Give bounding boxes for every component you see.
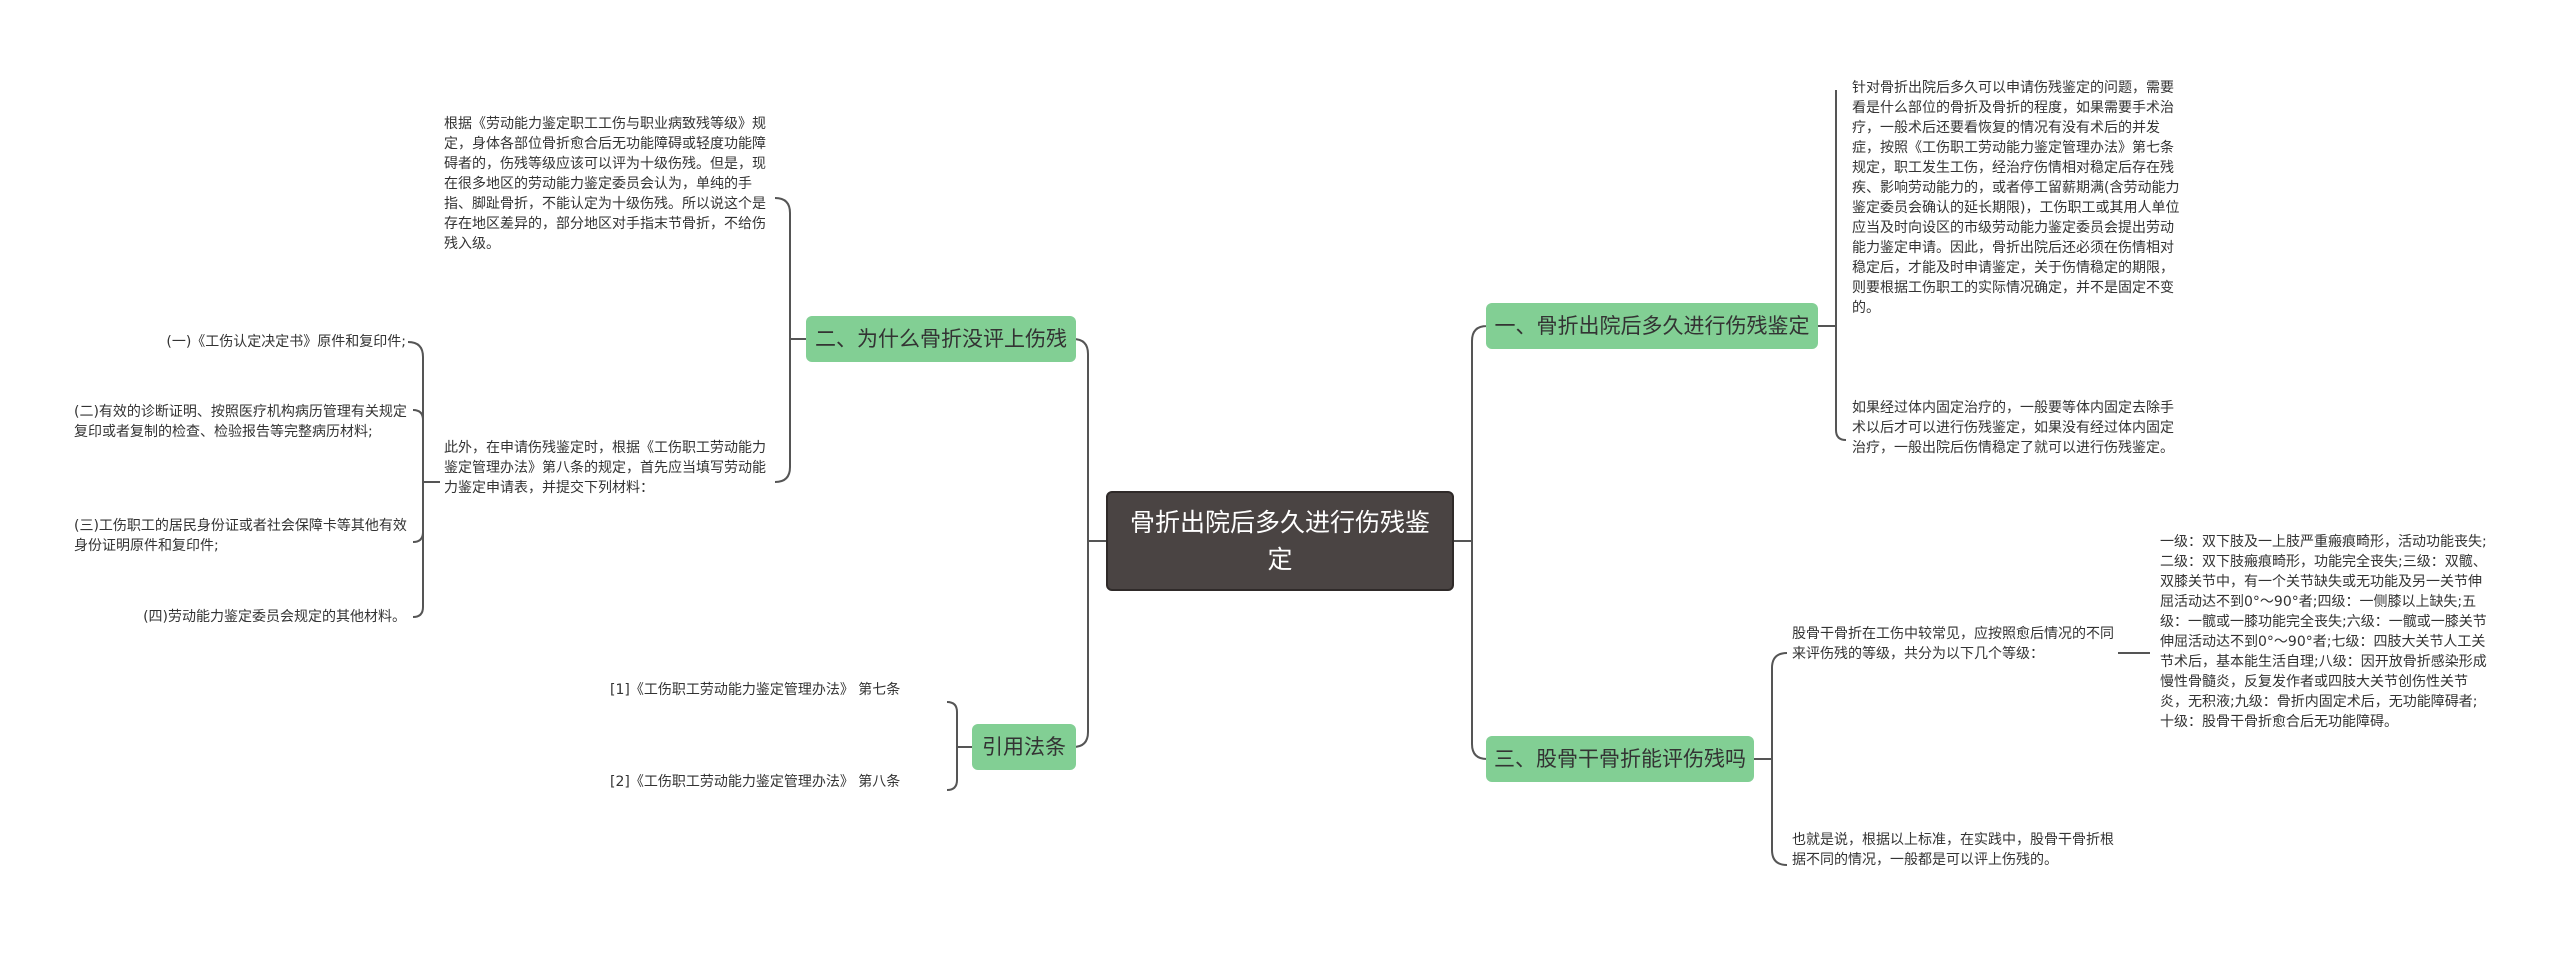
leaf-b3-1-grades: 一级：双下肢及一上肢严重瘢痕畸形，活动功能丧失;二级：双下肢瘢痕畸形，功能完全丧… xyxy=(2160,534,2487,730)
connector-b2-2-materials xyxy=(407,341,440,618)
connector-root-b3 xyxy=(1471,541,1488,760)
leaf-b2-1: 根据《劳动能力鉴定职工工伤与职业病致残等级》规定，身体各部位骨折愈合后无功能障碍… xyxy=(444,116,766,252)
branch-node-2[interactable]: 二、为什么骨折没评上伤残 xyxy=(806,316,1076,362)
branch-node-4[interactable]: 引用法条 xyxy=(972,724,1076,770)
leaf-b2-2-material-2: (二)有效的诊断证明、按照医疗机构病历管理有关规定复印或者复制的检查、检验报告等… xyxy=(74,404,407,440)
leaf-b1-2: 如果经过体内固定治疗的，一般要等体内固定去除手术以后才可以进行伤残鉴定，如果没有… xyxy=(1852,400,2174,456)
leaf-b1-1: 针对骨折出院后多久可以申请伤残鉴定的问题，需要看是什么部位的骨折及骨折的程度，如… xyxy=(1852,80,2180,316)
connector-root-b4 xyxy=(1072,541,1089,748)
leaf-b3-1: 股骨干骨折在工伤中较常见，应按照愈后情况的不同来评伤残的等级，共分为以下几个等级… xyxy=(1792,626,2114,662)
leaf-b4-1: [1]《工伤职工劳动能力鉴定管理办法》 第七条 xyxy=(610,682,901,698)
connector-b1-leaves xyxy=(1818,90,1847,441)
branch-node-1[interactable]: 一、骨折出院后多久进行伤残鉴定 xyxy=(1486,303,1818,349)
leaf-b2-2-material-3: (三)工伤职工的居民身份证或者社会保障卡等其他有效身份证明原件和复印件; xyxy=(74,518,407,554)
leaf-b2-2-material-4: (四)劳动能力鉴定委员会规定的其他材料。 xyxy=(143,609,406,625)
branch-1-label: 一、骨折出院后多久进行伤残鉴定 xyxy=(1494,314,1810,338)
branch-3-label: 三、股骨干骨折能评伤残吗 xyxy=(1494,747,1746,771)
connector-root-b1 xyxy=(1454,325,1488,542)
leaf-b2-2-material-1: (一)《工伤认定决定书》原件和复印件; xyxy=(166,334,406,350)
branch-4-label: 引用法条 xyxy=(982,735,1066,759)
leaf-b2-2: 此外，在申请伤残鉴定时，根据《工伤职工劳动能力鉴定管理办法》第八条的规定，首先应… xyxy=(444,440,766,496)
connector-b3-leaves xyxy=(1753,652,1788,866)
connector-b4-leaves xyxy=(946,701,972,791)
connector-root-b2 xyxy=(1072,338,1106,542)
leaf-b3-2: 也就是说，根据以上标准，在实践中，股骨干骨折根据不同的情况，一般都是可以评上伤残… xyxy=(1792,832,2114,868)
root-title: 骨折出院后多久进行伤残鉴定 xyxy=(1129,508,1430,574)
leaf-b4-2: [2]《工伤职工劳动能力鉴定管理办法》 第八条 xyxy=(610,774,901,790)
branch-2-label: 二、为什么骨折没评上伤残 xyxy=(815,327,1067,351)
branch-node-3[interactable]: 三、股骨干骨折能评伤残吗 xyxy=(1486,736,1754,782)
connector-b2-leaves xyxy=(774,197,806,483)
root-node[interactable]: 骨折出院后多久进行伤残鉴定 xyxy=(1106,491,1454,591)
